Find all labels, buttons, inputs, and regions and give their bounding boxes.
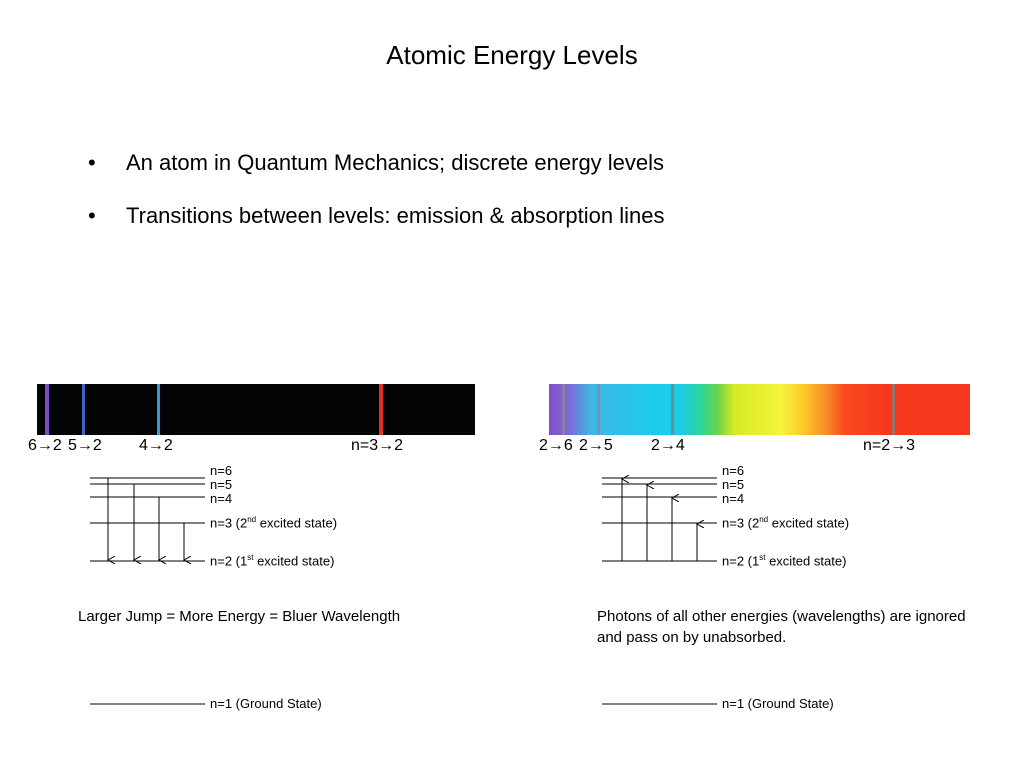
label-text: excited state): [765, 553, 847, 569]
emission-label-n1: n=1 (Ground State): [210, 696, 322, 711]
absorption-caption: Photons of all other energies (wavelengt…: [597, 608, 966, 646]
absorption-label-n5: n=5: [722, 477, 745, 492]
emission-label-n3: n=3 (2nd excited state): [210, 515, 337, 530]
emission-label-5-2: 5→2: [68, 437, 102, 454]
label-text: n=3 (2: [722, 515, 760, 531]
absorption-line-2-4: [671, 384, 674, 435]
absorption-label-2-4: 2→4: [651, 437, 685, 454]
emission-diagram: [90, 477, 205, 705]
emission-label-n4: n=4: [210, 491, 233, 506]
absorption-label-2-6: 2→6: [539, 437, 573, 454]
label-text: excited state): [253, 553, 335, 569]
label-text: n=2 (1: [210, 553, 248, 569]
absorption-label-n2: n=2 (1st excited state): [722, 553, 846, 568]
emission-label-6-2: 6→2: [28, 437, 62, 454]
label-text: n=3 (2: [210, 515, 248, 531]
absorption-diagram: [602, 478, 717, 705]
emission-label-4-2: 4→2: [139, 437, 173, 454]
label-text: n=2 (1: [722, 553, 760, 569]
bullet-item: • An atom in Quantum Mechanics; discrete …: [88, 150, 664, 176]
absorption-line-2-6: [562, 384, 565, 435]
bullet-text: Transitions between levels: emission & a…: [126, 203, 665, 228]
emission-label-n6: n=6: [210, 463, 233, 478]
absorption-label-2-5: 2→5: [579, 437, 613, 454]
absorption-label-n3: n=3 (2nd excited state): [722, 515, 849, 530]
absorption-label-n1: n=1 (Ground State): [722, 696, 834, 711]
emission-line-6-2: [45, 384, 49, 435]
absorption-label-2-3: n=2→3: [863, 437, 916, 454]
bullet-marker: •: [88, 203, 96, 228]
emission-caption: Larger Jump = More Energy = Bluer Wavele…: [78, 608, 401, 625]
bullet-list: • An atom in Quantum Mechanics; discrete …: [88, 150, 664, 256]
absorption-line-2-5: [597, 384, 600, 435]
emission-line-3-2: [379, 384, 383, 435]
emission-label-3-2: n=3→2: [351, 437, 404, 454]
absorption-label-n4: n=4: [722, 491, 745, 506]
emission-label-n2: n=2 (1st excited state): [210, 553, 334, 568]
absorption-label-n6: n=6: [722, 463, 745, 478]
emission-line-5-2: [82, 384, 85, 435]
emission-spectrum: [37, 384, 475, 435]
slide-title: Atomic Energy Levels: [386, 40, 638, 70]
absorption-spectrum: [549, 384, 970, 435]
bullet-text: An atom in Quantum Mechanics; discrete e…: [126, 150, 665, 175]
bullet-item: • Transitions between levels: emission & …: [88, 203, 664, 229]
label-sup: st: [247, 553, 254, 562]
bullet-marker: •: [88, 150, 96, 175]
label-text: excited state): [256, 515, 338, 531]
label-sup: nd: [247, 515, 257, 524]
emission-label-n5: n=5: [210, 477, 233, 492]
emission-line-4-2: [157, 384, 160, 435]
absorption-line-2-3: [892, 384, 895, 435]
label-sup: st: [759, 553, 766, 562]
label-sup: nd: [759, 515, 769, 524]
label-text: excited state): [768, 515, 850, 531]
